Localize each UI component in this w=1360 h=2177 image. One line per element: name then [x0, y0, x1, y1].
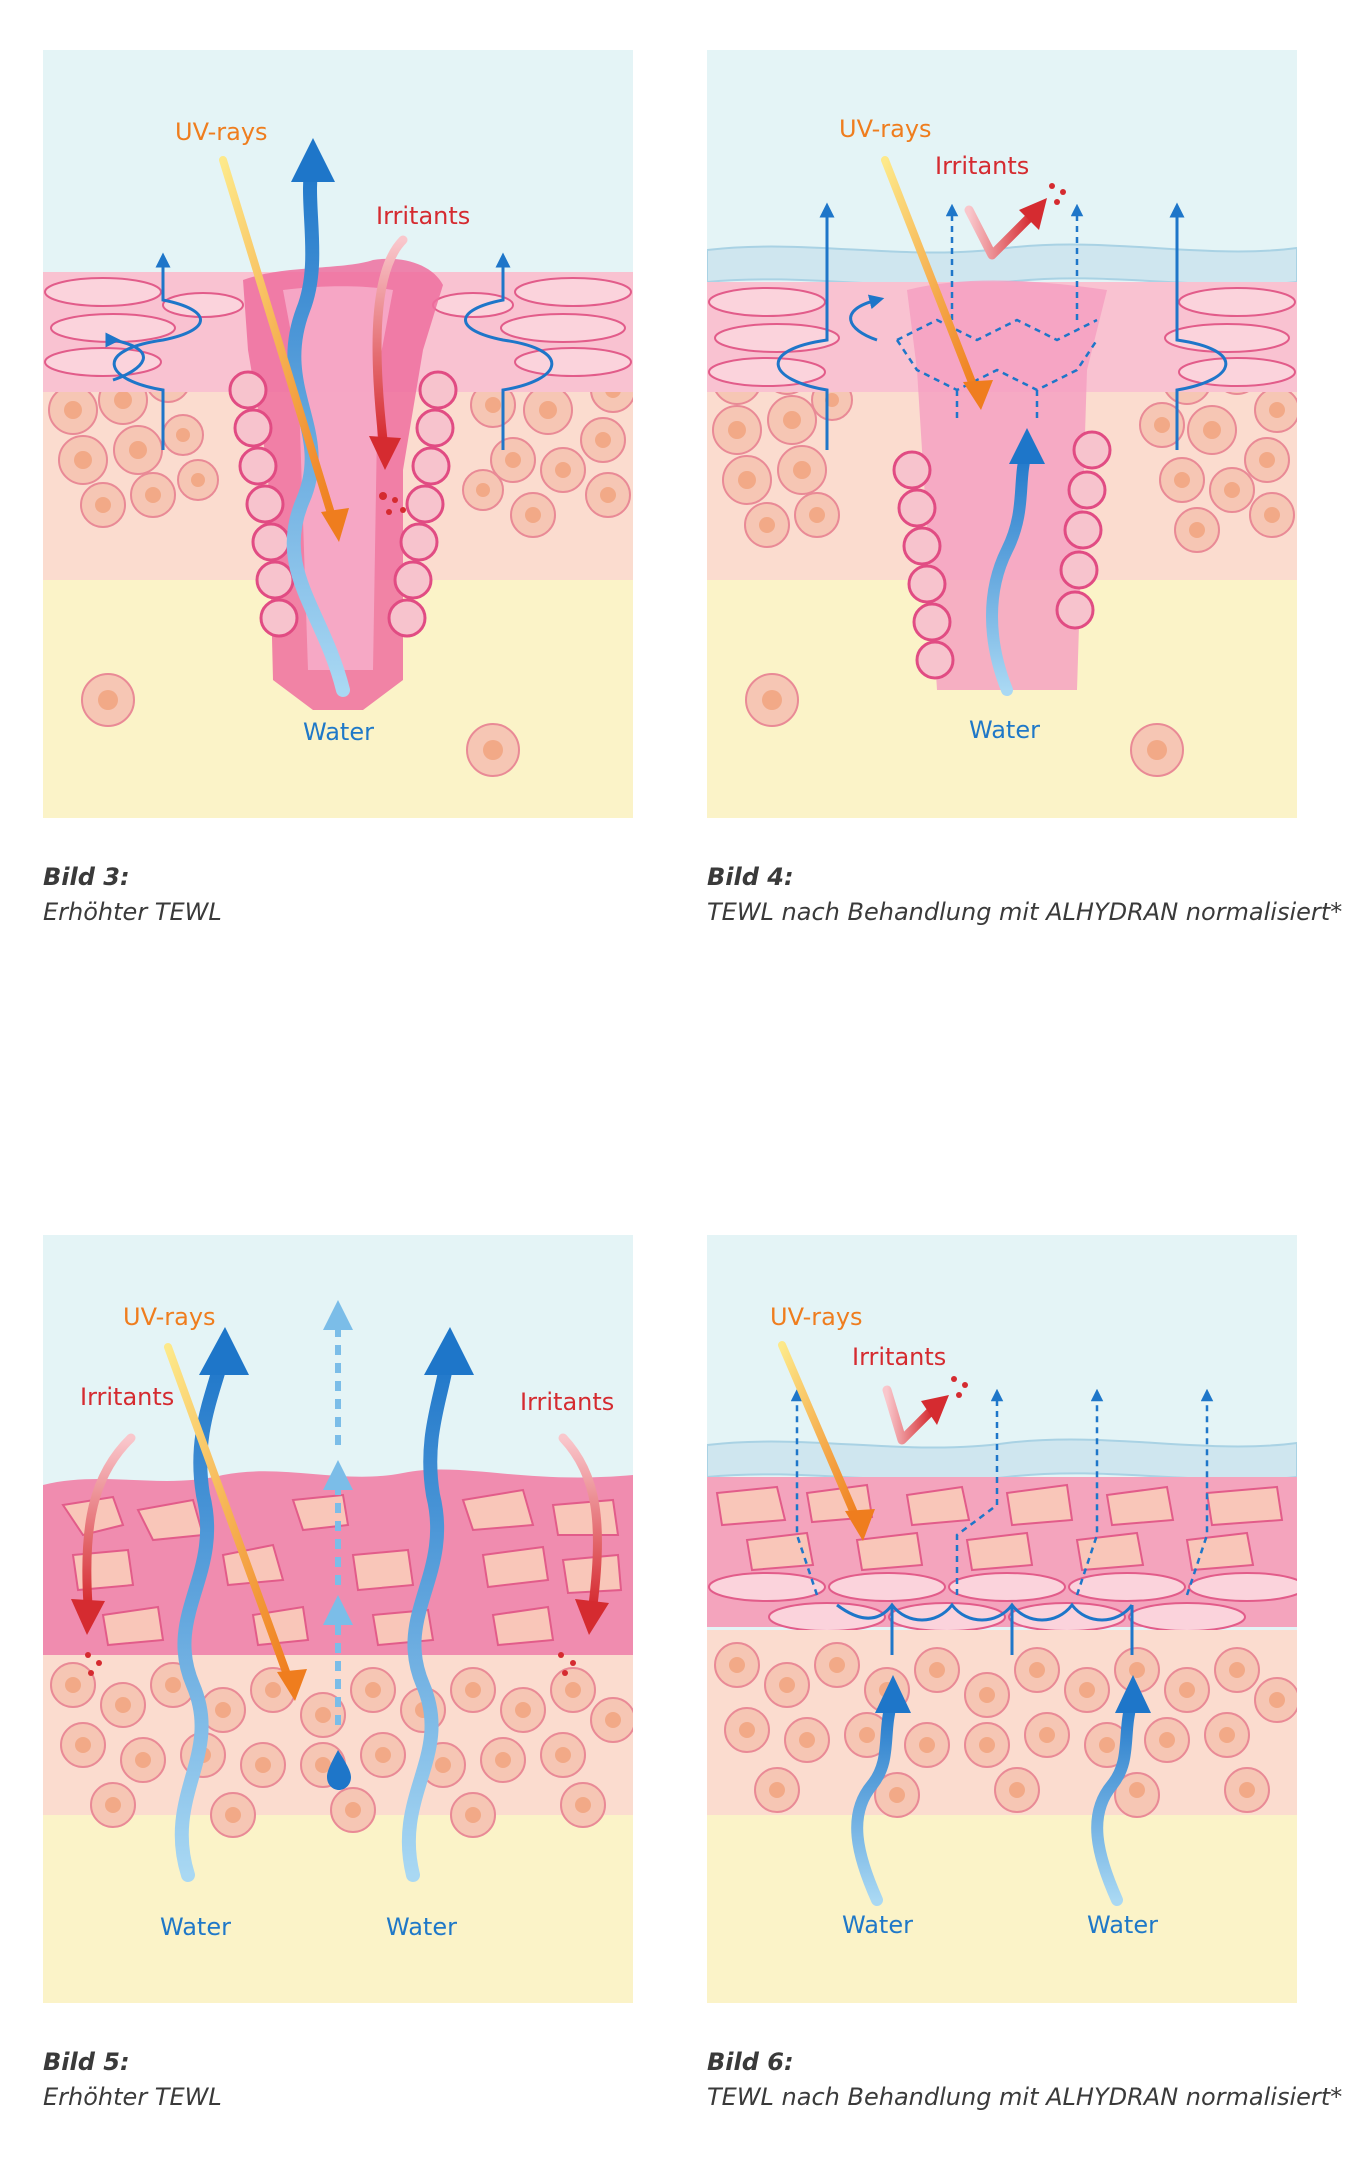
uv-ray-arrow — [778, 1341, 861, 1524]
cracked-cells — [715, 1483, 1284, 1572]
water-arrowhead-left — [875, 1675, 911, 1713]
dermis-base — [707, 1795, 1297, 2003]
water-left-label: Water — [160, 1913, 231, 1941]
wound-edge-cells — [228, 370, 458, 638]
caption-text: Erhöhter TEWL — [43, 2083, 222, 2111]
caption-text: TEWL nach Behandlung mit ALHYDRAN normal… — [707, 2083, 1343, 2111]
caption-bild5: Bild 5: Erhöhter TEWL — [43, 2045, 222, 2115]
uv-rays-label: UV-rays — [839, 115, 932, 143]
tewl-arrows-small — [105, 252, 554, 450]
irritant-particles — [1049, 183, 1066, 205]
water-escape-arrow-left — [174, 1348, 230, 1882]
uv-rays-label: UV-rays — [175, 118, 268, 146]
irritant-arrow-left — [82, 1433, 136, 1610]
caption-bild4: Bild 4: TEWL nach Behandlung mit ALHYDRA… — [707, 860, 1342, 930]
water-arrow — [986, 444, 1033, 696]
uv-rays-label: UV-rays — [770, 1303, 863, 1331]
tewl-arrows-dashed — [790, 1388, 1214, 1596]
irritant-deflected-arrow — [964, 205, 1037, 260]
water-label: Water — [969, 716, 1040, 744]
caption-number: Bild 5: — [43, 2048, 130, 2076]
caption-number: Bild 6: — [707, 2048, 794, 2076]
water-arrowhead-right — [1115, 1675, 1151, 1713]
caption-bild6: Bild 6: TEWL nach Behandlung mit ALHYDRA… — [707, 2045, 1342, 2115]
skin-cell-layer — [707, 1630, 1297, 1818]
irritants-label: Irritants — [376, 202, 470, 230]
irritants-left-label: Irritants — [80, 1383, 174, 1411]
irritant-particles-left — [85, 1652, 102, 1676]
healing-wound-channel — [907, 280, 1107, 690]
uv-ray-arrow — [881, 156, 979, 394]
protective-film — [707, 1438, 1297, 1482]
diagram-panel-bild4: UV-rays Irritants Water — [707, 50, 1297, 818]
caption-text: Erhöhter TEWL — [43, 898, 222, 926]
caption-text: TEWL nach Behandlung mit ALHYDRAN normal… — [707, 898, 1343, 926]
irritant-particles — [379, 492, 406, 515]
uv-ray-arrow — [164, 1343, 293, 1684]
water-droplet — [327, 1750, 351, 1790]
water-escape-arrow-right — [401, 1348, 455, 1882]
uv-rays-label: UV-rays — [123, 1303, 216, 1331]
tewl-arrows-dashed — [945, 203, 1084, 320]
wound-channel-core — [283, 286, 393, 670]
water-arrowhead-right — [424, 1327, 474, 1375]
wound-edge-cells — [892, 430, 1112, 680]
irritant-deflected-arrow — [882, 1385, 937, 1445]
diagram-panel-bild5: UV-rays Irritants Irritants Water Water — [43, 1235, 633, 2003]
water-right-label: Water — [1087, 1911, 1158, 1939]
water-arrowhead-left — [199, 1327, 249, 1375]
irritant-particles-right — [558, 1652, 576, 1676]
irritants-label: Irritants — [852, 1343, 946, 1371]
lipid-lamellae — [708, 1572, 1297, 1632]
water-right-label: Water — [386, 1913, 457, 1941]
water-left-label: Water — [842, 1911, 913, 1939]
tewl-arrows-normal — [776, 202, 1228, 450]
water-arrowhead — [291, 138, 335, 182]
irritants-right-label: Irritants — [520, 1388, 614, 1416]
caption-number: Bild 3: — [43, 863, 130, 891]
caption-number: Bild 4: — [707, 863, 794, 891]
restored-barrier-network — [895, 318, 1099, 420]
dermis-base — [43, 1795, 633, 2003]
water-arrow-left — [851, 1694, 898, 1906]
irritant-arrow-right — [558, 1433, 603, 1610]
water-label: Water — [303, 718, 374, 746]
irritants-label: Irritants — [935, 152, 1029, 180]
irritant-particles — [951, 1376, 968, 1398]
caption-bild3: Bild 3: Erhöhter TEWL — [43, 860, 222, 930]
uv-ray-arrow — [219, 156, 337, 524]
water-arrowhead — [1009, 428, 1045, 464]
diagram-panel-bild3: UV-rays Irritants Water — [43, 50, 633, 818]
irritant-arrow — [372, 235, 408, 445]
water-arrow-right — [1091, 1694, 1138, 1906]
lipid-barrier-network — [836, 1602, 1134, 1655]
diagram-panel-bild6: UV-rays Irritants Water Water — [707, 1235, 1297, 2003]
